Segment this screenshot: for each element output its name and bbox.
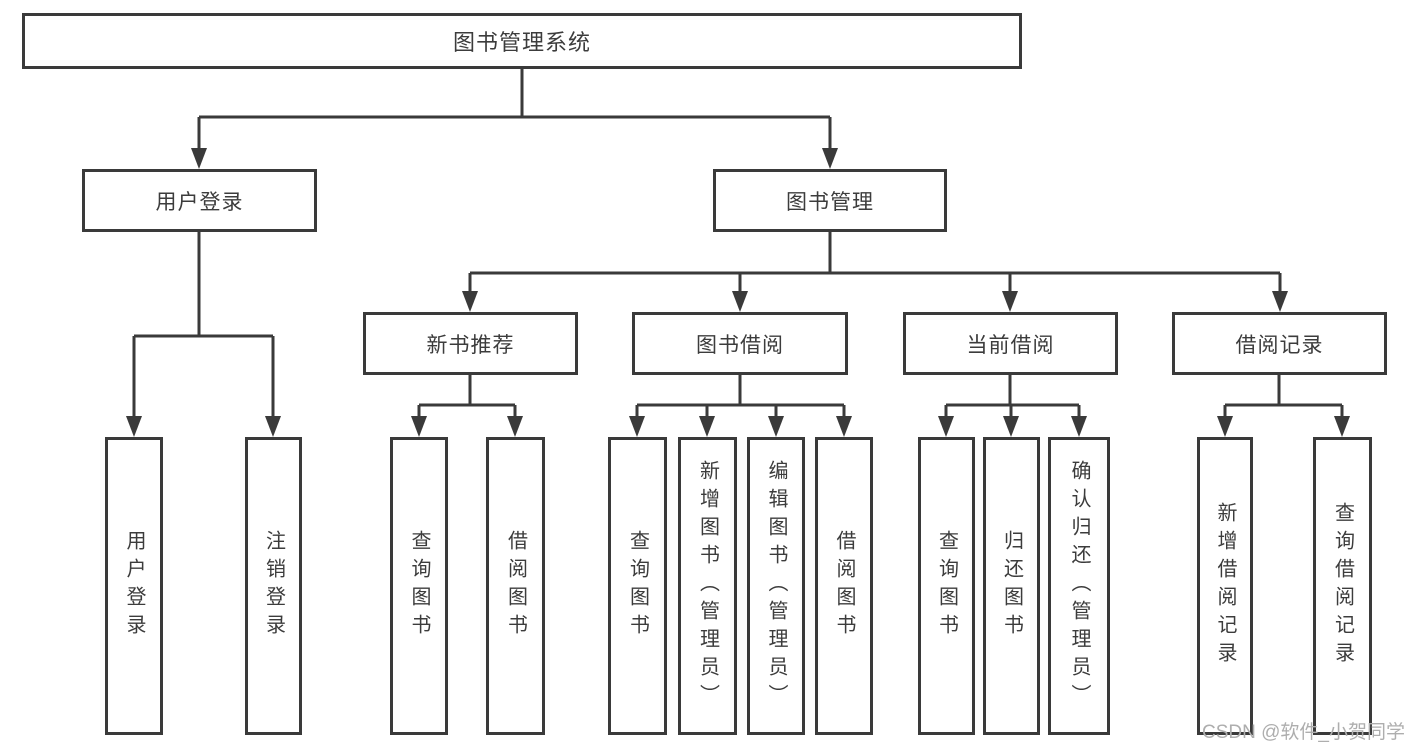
leaf-borrow-books: 借阅图书: [815, 437, 873, 735]
leaf-borrow-query-books: 查询图书: [608, 437, 667, 735]
node-library-management-system: 图书管理系统: [22, 13, 1022, 69]
node-new-book-recommend: 新书推荐: [363, 312, 578, 375]
node-borrow-records: 借阅记录: [1172, 312, 1387, 375]
node-book-management: 图书管理: [713, 169, 947, 232]
arrowhead-icons: [126, 148, 1350, 437]
leaf-confirm-return-admin: 确认归还（管理员）: [1048, 437, 1110, 735]
node-book-borrow: 图书借阅: [632, 312, 848, 375]
node-current-borrow: 当前借阅: [903, 312, 1118, 375]
leaf-edit-books-admin: 编辑图书（管理员）: [747, 437, 805, 735]
leaf-query-borrow-record: 查询借阅记录: [1313, 437, 1372, 735]
leaf-return-books: 归还图书: [983, 437, 1040, 735]
leaf-current-query-books: 查询图书: [918, 437, 975, 735]
node-user-login: 用户登录: [82, 169, 317, 232]
leaf-recommend-query-books: 查询图书: [390, 437, 448, 735]
leaf-add-borrow-record: 新增借阅记录: [1197, 437, 1253, 735]
csdn-watermark: CSDN @软件_小贺同学: [1202, 722, 1405, 743]
leaf-recommend-borrow-books: 借阅图书: [486, 437, 545, 735]
leaf-logout: 注销登录: [245, 437, 302, 735]
leaf-user-login: 用户登录: [105, 437, 163, 735]
leaf-add-books-admin: 新增图书（管理员）: [678, 437, 737, 735]
